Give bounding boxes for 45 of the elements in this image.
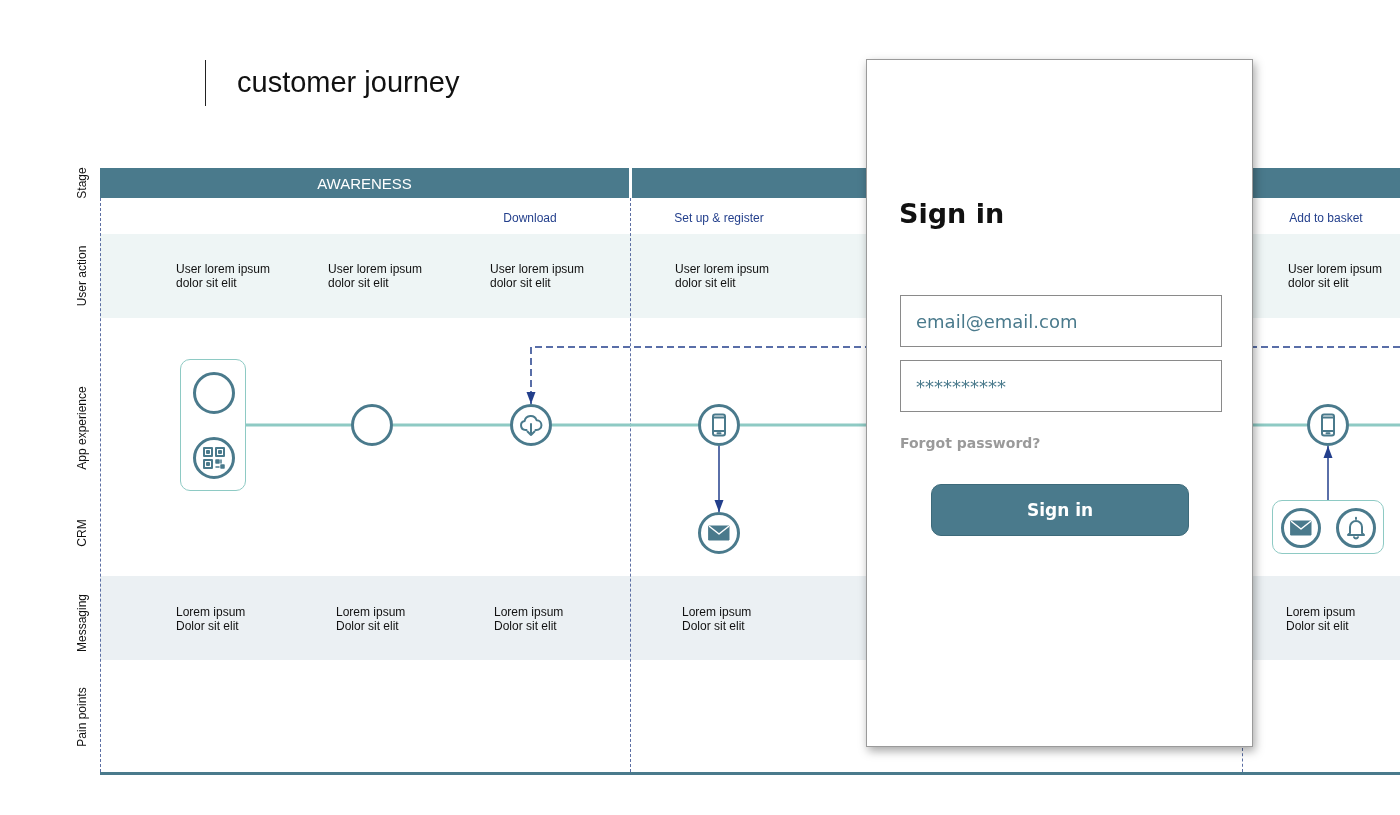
touchpoint-circle bbox=[1307, 404, 1349, 446]
touchpoint-group bbox=[180, 359, 246, 491]
step-heading: Set up & register bbox=[674, 211, 764, 225]
step-heading: Download bbox=[503, 211, 557, 225]
row-label: User action bbox=[75, 245, 89, 307]
row-label: Pain points bbox=[75, 687, 89, 747]
sign-in-dialog bbox=[866, 59, 1253, 747]
user-action-text: User lorem ipsum dolor sit elit bbox=[675, 262, 771, 290]
touchpoint-group bbox=[1272, 500, 1384, 554]
connector-line bbox=[1349, 423, 1400, 427]
message-text: Lorem ipsum Dolor sit elit bbox=[336, 605, 407, 633]
message-text: Lorem ipsum Dolor sit elit bbox=[494, 605, 565, 633]
arrow bbox=[714, 445, 724, 513]
touchpoint-circle bbox=[698, 404, 740, 446]
touchpoint-circle bbox=[698, 512, 740, 554]
message-text: Lorem ipsum Dolor sit elit bbox=[1286, 605, 1357, 633]
row-label: CRM bbox=[75, 519, 89, 547]
page-title: customer journey bbox=[237, 65, 460, 99]
touchpoint-circle bbox=[193, 437, 235, 479]
message-text: Lorem ipsum Dolor sit elit bbox=[176, 605, 247, 633]
touchpoint-circle bbox=[351, 404, 393, 446]
row-label: Messaging bbox=[75, 594, 89, 652]
email-input-field: email@email.com bbox=[900, 295, 1222, 347]
stage-band: AWARENESS bbox=[100, 168, 629, 198]
connector-line bbox=[552, 423, 698, 427]
connector-line bbox=[393, 423, 510, 427]
row-label: Stage bbox=[75, 167, 89, 199]
step-heading: Add to basket bbox=[1289, 211, 1363, 225]
sign-in-button: Sign in bbox=[931, 484, 1189, 536]
user-action-text: User lorem ipsum dolor sit elit bbox=[176, 262, 272, 290]
row-label: App experience bbox=[75, 386, 89, 470]
dashed-arrow bbox=[526, 346, 1400, 405]
touchpoint-circle bbox=[1281, 508, 1321, 548]
connector-line bbox=[246, 423, 351, 427]
user-action-text: User lorem ipsum dolor sit elit bbox=[328, 262, 424, 290]
touchpoint-circle bbox=[510, 404, 552, 446]
arrow bbox=[1323, 445, 1333, 501]
forgot-password-link: Forgot password? bbox=[900, 434, 1041, 452]
password-input-field: ********** bbox=[900, 360, 1222, 412]
message-text: Lorem ipsum Dolor sit elit bbox=[682, 605, 753, 633]
touchpoint-circle bbox=[1336, 508, 1376, 548]
screen-heading: Sign in bbox=[899, 197, 1005, 231]
user-action-text: User lorem ipsum dolor sit elit bbox=[490, 262, 586, 290]
touchpoint-circle bbox=[193, 372, 235, 414]
user-action-text: User lorem ipsum dolor sit elit bbox=[1288, 262, 1384, 290]
